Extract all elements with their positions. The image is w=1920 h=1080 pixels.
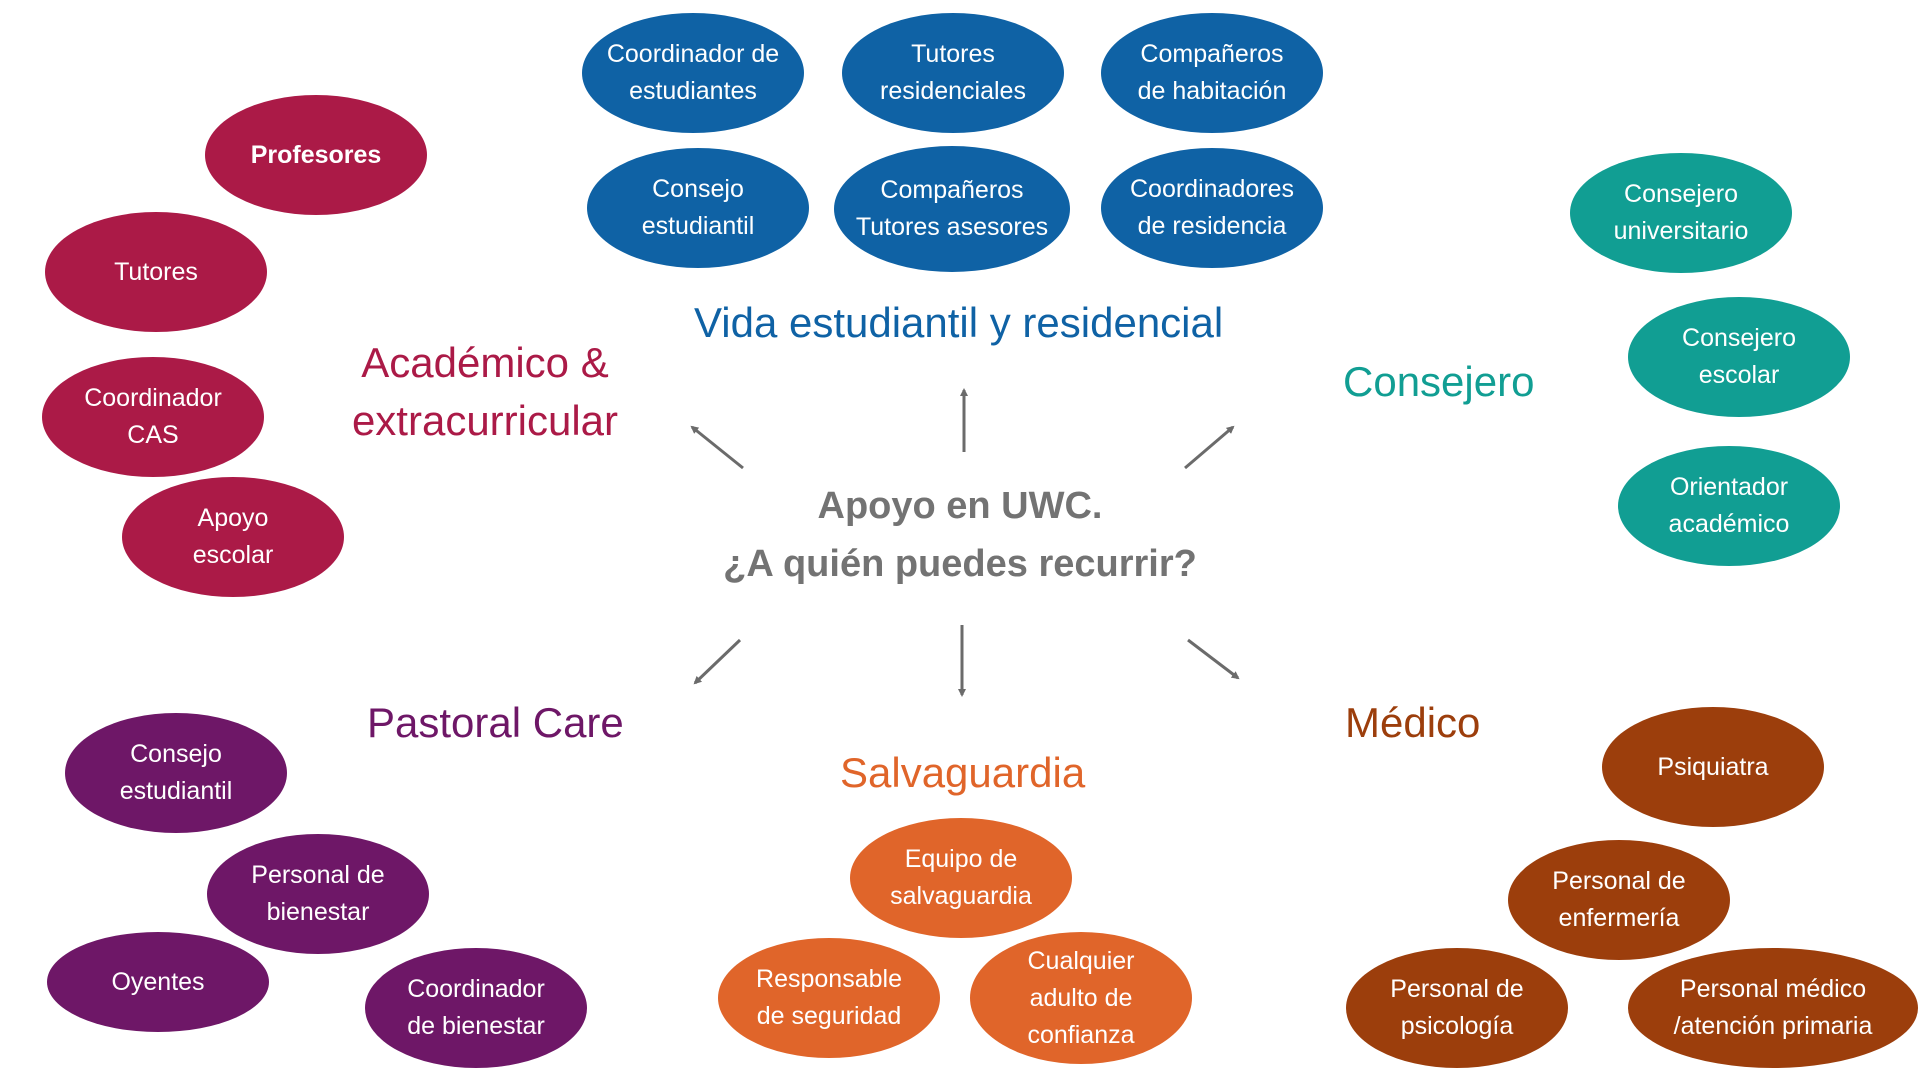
bubble-line: Coordinador: [84, 384, 222, 412]
bubble-line: Personal médico: [1679, 975, 1867, 1003]
bubble-cualquier-adulto-de-confianza: Cualquier adulto de confianza: [970, 932, 1192, 1064]
bubble-line: adulto de: [1029, 983, 1133, 1012]
bubble-oyentes: Oyentes: [47, 932, 269, 1032]
bubble-consejero-universitario: Consejero universitario: [1570, 153, 1792, 273]
arrow-to-academico: [690, 425, 744, 470]
bubble-line: Profesores: [250, 140, 382, 169]
bubble-line: Personal de: [1390, 975, 1524, 1003]
bubble-personal-medico-atencion-primaria: Personal médico/atención primaria: [1628, 948, 1918, 1068]
bubble-line: Consejo: [652, 175, 744, 203]
bubble-line: Psiquiatra: [1657, 752, 1769, 781]
arrow-to-medico: [1187, 638, 1240, 680]
category-salvaguardia: Salvaguardia: [840, 749, 1086, 796]
bubble-consejero-escolar: Consejero escolar: [1628, 297, 1850, 417]
bubble-line: Oyentes: [111, 967, 205, 996]
bubble-line: Personal de: [1552, 867, 1686, 895]
bubble-line: de bienestar: [407, 1012, 545, 1040]
category-academico-line2: extracurricular: [351, 397, 619, 444]
bubble-companeros-de-habitacion: Compañeros de habitación: [1101, 13, 1323, 133]
bubble-line: Consejo: [130, 740, 222, 768]
bubble-personal-de-enfermeria: Personal de enfermería: [1508, 840, 1730, 960]
bubble-line: Coordinador de: [606, 40, 780, 68]
category-academico-line1: Académico &: [361, 339, 609, 386]
bubble-coordinador-de-bienestar: Coordinador de bienestar: [365, 948, 587, 1068]
bubble-responsable-de-seguridad: Responsable de seguridad: [718, 938, 940, 1058]
bubble-line: Equipo de: [904, 845, 1018, 873]
category-academico: Académico & extracurricular: [340, 334, 630, 450]
bubble-line: Coordinadores: [1130, 175, 1294, 203]
bubble-line: escolar: [192, 541, 274, 569]
bubble-line: salvaguardia: [890, 882, 1032, 910]
bubble-line: psicología: [1400, 1012, 1514, 1040]
category-pastoral-care: Pastoral Care: [367, 699, 624, 746]
bubble-orientador-academico: Orientador académico: [1618, 446, 1840, 566]
bubble-line: Tutores: [114, 257, 198, 286]
bubble-psiquiatra: Psiquiatra: [1602, 707, 1824, 827]
bubble-line: Compañeros: [880, 176, 1024, 204]
bubble-equipo-de-salvaguardia: Equipo de salvaguardia: [850, 818, 1072, 938]
bubble-line: de habitación: [1137, 77, 1287, 105]
bubble-line: Orientador: [1669, 473, 1789, 501]
arrow-to-pastoral: [693, 638, 742, 685]
bubble-line: universitario: [1613, 217, 1749, 245]
bubble-line: CAS: [127, 421, 179, 449]
bubble-line: Consejero: [1624, 180, 1738, 208]
bubble-line: Personal de: [251, 861, 385, 889]
arrow-to-consejero: [1184, 425, 1235, 470]
center-title-line2: ¿A quién puedes recurrir?: [723, 543, 1197, 585]
bubble-coordinadores-de-residencia: Coordinadores de residencia: [1101, 148, 1323, 268]
bubble-line: académico: [1668, 510, 1790, 538]
bubble-line: confianza: [1027, 1020, 1135, 1049]
bubble-consejo-estudiantil-pastoral: Consejo estudiantil: [65, 713, 287, 833]
bubble-personal-de-bienestar: Personal de bienestar: [207, 834, 429, 954]
center-title: Apoyo en UWC. ¿A quién puedes recurrir?: [660, 477, 1260, 593]
center-title-line1: Apoyo en UWC.: [817, 485, 1103, 527]
bubble-profesores: Profesores: [205, 95, 427, 215]
bubble-apoyo-escolar: Apoyo escolar: [122, 477, 344, 597]
bubble-line: Tutores asesores: [855, 213, 1049, 241]
category-consejero: Consejero: [1343, 358, 1535, 405]
bubble-line: Compañeros: [1140, 40, 1284, 68]
bubble-tutores-residenciales: Tutores residenciales: [842, 13, 1064, 133]
bubble-line: residenciales: [880, 77, 1026, 105]
bubble-tutores: Tutores: [45, 212, 267, 332]
bubble-line: Cualquier: [1027, 946, 1135, 975]
bubble-line: bienestar: [266, 898, 370, 926]
bubble-line: Consejero: [1682, 324, 1796, 352]
bubble-coordinador-de-estudiantes: Coordinador de estudiantes: [582, 13, 804, 133]
bubble-consejo-estudiantil-vida: Consejo estudiantil: [587, 148, 809, 268]
bubble-line: escolar: [1698, 361, 1780, 389]
category-vida-estudiantil: Vida estudiantil y residencial: [694, 299, 1224, 346]
bubble-personal-de-psicologia: Personal de psicología: [1346, 948, 1568, 1068]
bubble-line: estudiantil: [641, 212, 755, 240]
bubble-line: Tutores: [911, 40, 995, 68]
bubble-line: de seguridad: [756, 1002, 902, 1030]
bubble-line: /atención primaria: [1673, 1012, 1873, 1040]
bubble-line: Apoyo: [197, 504, 269, 532]
bubble-line: estudiantil: [119, 777, 233, 805]
bubble-line: Coordinador: [407, 975, 545, 1003]
bubble-line: enfermería: [1558, 904, 1680, 932]
bubble-line: Responsable: [756, 965, 902, 993]
bubble-line: de residencia: [1137, 212, 1287, 240]
bubble-line: estudiantes: [629, 77, 757, 105]
category-medico: Médico: [1345, 699, 1481, 746]
